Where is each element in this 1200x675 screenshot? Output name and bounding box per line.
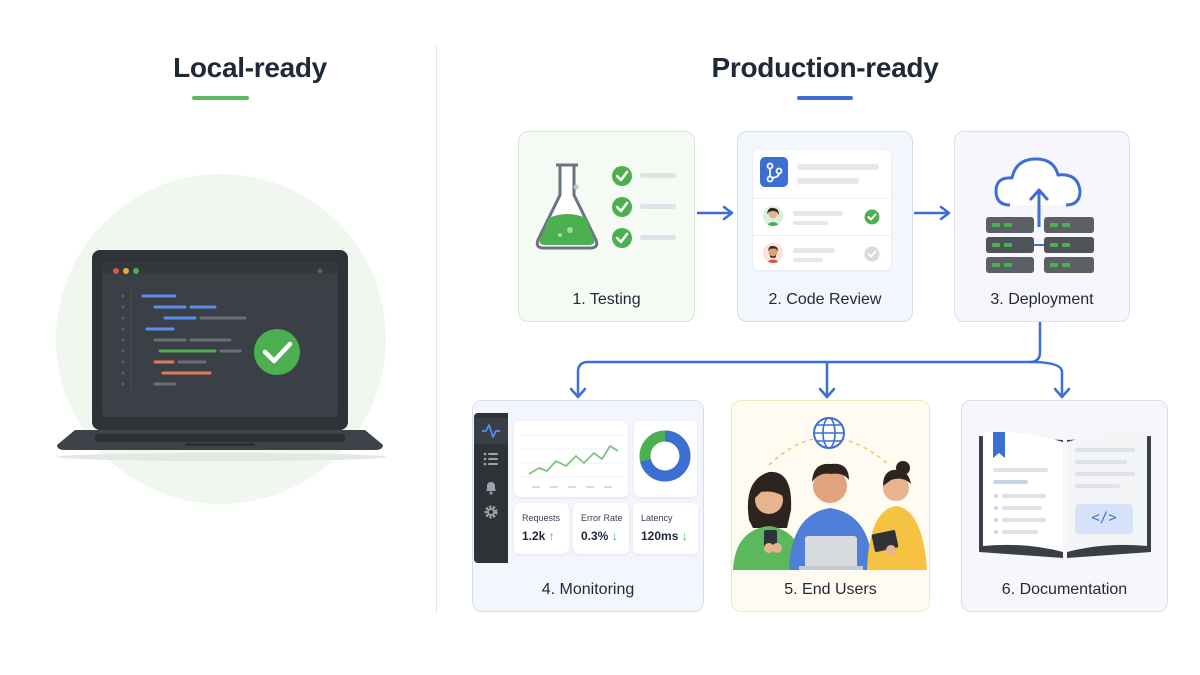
section-divider: [436, 45, 437, 613]
production-ready-title: Production-ready: [711, 52, 939, 83]
globe-icon: [813, 417, 845, 449]
trend-down-icon: ↓: [611, 529, 618, 543]
window-minimize-dot: [123, 268, 129, 274]
local-ready-title: Local-ready: [173, 52, 327, 83]
activity-icon: [474, 418, 508, 444]
dashboard-sidebar: [474, 413, 508, 563]
approved-check-icon: [864, 209, 880, 225]
arrow-review-to-deployment: [914, 205, 951, 221]
line-chart-widget: [514, 421, 628, 497]
donut-chart-widget: [634, 421, 697, 497]
gear-icon: [484, 505, 498, 519]
metric-card-error-rate: Error Rate 0.3% ↓: [573, 503, 629, 554]
step-label-deployment: 3. Deployment: [990, 291, 1094, 308]
code-tag-icon: </>: [1091, 510, 1117, 526]
laptop-illustration: [57, 250, 387, 461]
step-label-documentation: 6. Documentation: [1001, 581, 1128, 598]
arrow-testing-to-review: [697, 205, 734, 221]
production-ready-underline: [797, 96, 853, 100]
step-label-testing: 1. Testing: [572, 291, 641, 308]
step-label-end-users: 5. End Users: [784, 581, 877, 598]
end-users-illustration: [733, 417, 927, 570]
test-flask-icon: [535, 163, 599, 250]
metric-card-latency: Latency 120ms ↓: [633, 503, 698, 554]
pull-request-panel: [753, 150, 891, 270]
git-branch-icon: [760, 157, 788, 187]
step-label-code-review: 2. Code Review: [768, 291, 882, 308]
bookmark-icon: [993, 432, 1005, 458]
step-label-monitoring: 4. Monitoring: [541, 581, 635, 598]
test-checklist: [612, 166, 676, 248]
success-check-icon: [254, 329, 300, 375]
cloud-server-icon: [986, 157, 1094, 273]
reviewer-avatar: [763, 243, 783, 263]
trend-down-icon: ↓: [681, 529, 688, 543]
trend-up-icon: ↑: [548, 529, 555, 543]
local-ready-underline: [192, 96, 249, 100]
reviewer-avatar: [763, 206, 783, 226]
metric-card-requests: Requests 1.2k ↑: [514, 503, 569, 554]
arrow-deployment-to-row2: [569, 322, 1071, 399]
pending-check-icon: [864, 246, 880, 262]
bell-icon: [486, 482, 496, 495]
list-icon: [483, 452, 498, 466]
open-book-icon: [979, 431, 1151, 558]
window-maximize-dot: [133, 268, 139, 274]
window-close-dot: [113, 268, 119, 274]
